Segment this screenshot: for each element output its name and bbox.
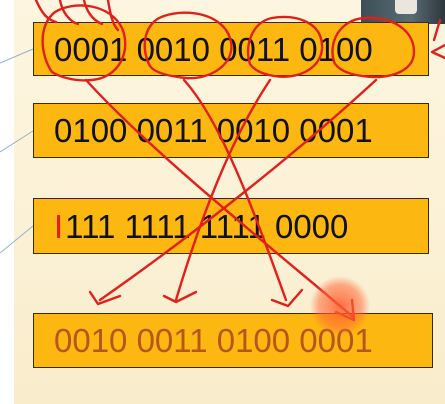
row-result-text: 0010 0011 0100 0001 <box>54 322 373 359</box>
hex-row-result: 0010 0011 0100 0001 <box>33 313 433 368</box>
row-mask-text: 111 1111 1111 0000 <box>65 207 349 245</box>
row-reversed-text: 0100 0011 0010 0001 <box>54 112 373 149</box>
cursor-mark: I <box>54 207 64 245</box>
left-margin <box>0 0 14 404</box>
webcam-highlight <box>395 0 417 14</box>
row-original-text: 0001 0010 0011 0100 <box>54 30 373 68</box>
hex-row-original: 0001 0010 0011 0100 <box>33 22 429 76</box>
hex-row-reversed: 0100 0011 0010 0001 <box>33 103 429 158</box>
hex-row-mask: I 111 1111 1111 0000 <box>33 198 429 254</box>
